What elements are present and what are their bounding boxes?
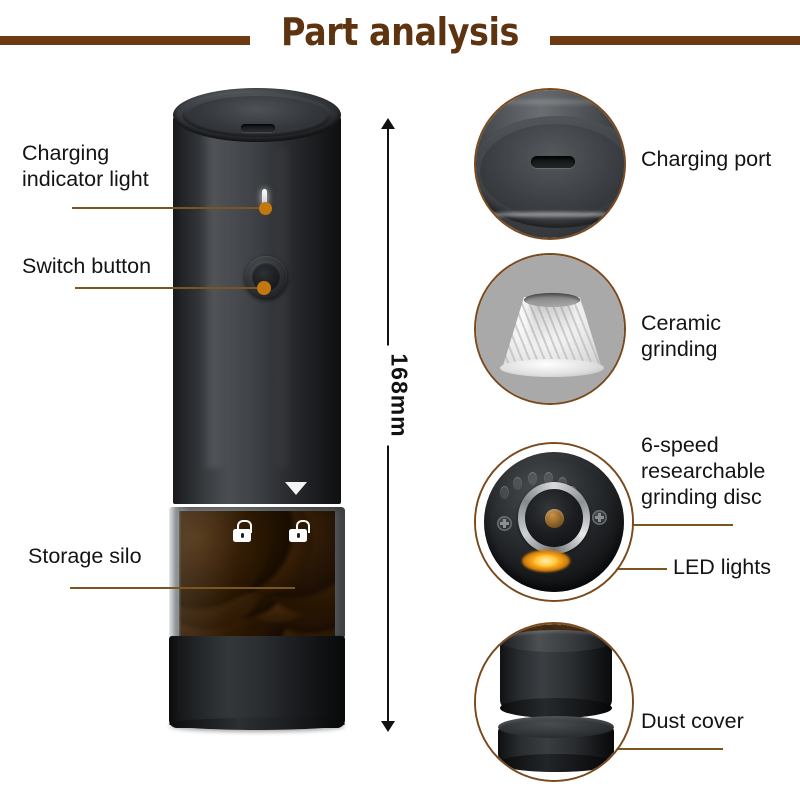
page-title: Part analysis [280,10,520,54]
title-bar: Part analysis [0,6,800,62]
speed-dot [500,486,509,499]
dust-cover-cap-bottom [498,754,614,772]
silo-edge-right [335,507,345,639]
body-highlight-secondary [275,148,291,468]
dimension-arrow-top [381,118,395,129]
charging-port-inset [474,88,626,240]
dust-cover-inset [474,622,634,782]
dust-cover-cap-top [498,716,614,738]
callout-grinding-disc: 6-speed researchable grinding disc [641,433,766,509]
silo-edge-left [169,507,181,639]
body-highlight [201,128,227,468]
title-rule-right [550,36,800,45]
leader-dot-switch-button [257,281,271,295]
grinder-body [173,114,341,504]
screw-left-icon [497,516,512,531]
lock-keyhole [296,533,300,538]
lock-open-icon [289,520,310,542]
speed-dot [528,472,537,485]
callout-switch-button: Switch button [22,254,152,278]
dimension-arrow-bottom [381,721,395,732]
grinding-disc-inset [474,442,634,602]
leader-line-storage-silo [70,587,295,589]
triangle-marker-icon [285,482,307,495]
led-light-core [534,555,558,567]
callout-dust-cover: Dust cover [641,709,744,733]
ceramic-burr-opening [524,293,580,307]
title-rule-left [0,36,250,45]
lock-shackle-open [296,520,310,533]
ceramic-burr-base [500,359,604,377]
grinder-base [169,636,345,728]
callout-led-lights: LED lights [673,555,771,579]
grinder-base-bottom [500,698,612,718]
ceramic-grinding-inset [474,253,626,405]
grinder-base-rim [500,630,612,652]
leader-line-dust-cover [545,748,723,750]
callout-ceramic-grinding: Ceramic grinding [641,311,722,361]
callout-charging-indicator-light: Charging indicator light [22,141,149,191]
dimension-label: 168mm [383,345,415,446]
inset-specular-upper [492,100,612,104]
speed-dot [513,477,522,490]
storage-silo-window [169,507,345,639]
ceramic-burr-shadow [530,301,572,353]
inset-specular-lower [486,212,618,217]
lock-closed-icon [233,520,252,542]
leader-line-charging-indicator [72,207,268,209]
usb-c-port-icon [241,124,275,132]
silo-glass-highlight [179,511,335,637]
adjustment-hub[interactable] [545,509,564,528]
grinder-base-lip [169,718,345,730]
lock-shackle [236,520,252,533]
lock-keyhole [240,533,244,538]
screw-right-icon [592,510,607,525]
leader-dot-charging-indicator [259,202,272,215]
callout-charging-port: Charging port [641,147,772,171]
callout-storage-silo: Storage silo [28,544,142,568]
usb-c-port-icon [531,156,575,168]
leader-line-switch-button [75,287,265,289]
speed-dot [544,472,553,485]
cap-top-inner [480,124,624,218]
charging-indicator-led [262,189,267,205]
